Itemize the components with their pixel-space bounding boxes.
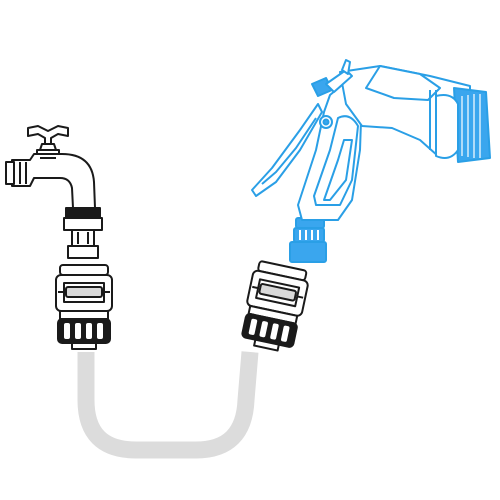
hose-connector-left-icon	[55, 264, 113, 350]
hose-connector-right-icon	[241, 260, 309, 352]
garden-hose-icon	[77, 351, 259, 459]
tap-faucet-icon	[5, 125, 96, 209]
tap-adapter-icon	[63, 207, 103, 259]
spray-gun-nozzle-icon	[251, 59, 491, 263]
